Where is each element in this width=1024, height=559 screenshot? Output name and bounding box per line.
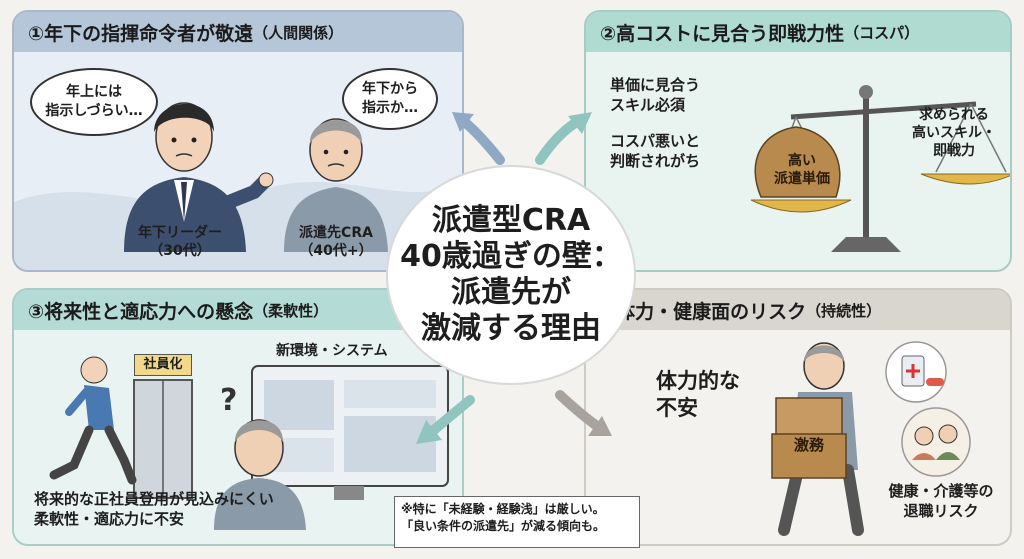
- leader-label: 年下リーダー（30代）: [138, 225, 222, 260]
- bag-label: 高い派遣単価: [774, 153, 830, 188]
- question-mark-icon: ?: [220, 383, 237, 418]
- panel1-illustration: [14, 102, 462, 270]
- arrow-to-panel1: [457, 115, 505, 165]
- heavy-work-label: 激務: [793, 436, 824, 454]
- panel-interpersonal: ①年下の指揮命令者が敬遠（人間関係） 年上には指示しづ: [12, 10, 464, 272]
- arrow-to-panel4: [555, 390, 605, 433]
- box-icon: [771, 433, 847, 479]
- confused-older-figure: [214, 419, 306, 530]
- panel-future-adaptability: ③将来性と適応力への懸念（柔軟性） ? 社員化 新環境・システム 将来的な正社員: [12, 288, 464, 546]
- stamina-text: 体力的な不安: [656, 369, 740, 421]
- panel3-illustration: ?: [49, 356, 449, 530]
- skill-required-text: 単価に見合うスキル必須: [610, 76, 701, 114]
- panel-cost-performance: ②高コストに見合う即戦力性（コスパ） 単価に見合うスキル必須 コスパ悪いと判断さ…: [584, 10, 1012, 272]
- cost-judgment-text: コスパ悪いと判断されがち: [610, 132, 701, 170]
- balance-scale-icon: [750, 85, 1010, 252]
- new-system-label: 新環境・システム: [276, 343, 388, 359]
- panel2-title: ②高コストに見合う即戦力性（コスパ）: [586, 12, 1010, 52]
- cra-label: 派遣先CRA（40代+）: [299, 225, 373, 260]
- older-cra-figure: [284, 118, 388, 252]
- panel4-title: ④体力・健康面のリスク（持続性）: [586, 290, 1010, 330]
- center-title: 派遣型CRA 40歳過ぎの壁： 派遣先が 激減する理由: [386, 165, 636, 385]
- leader-thought-bubble: 年上には指示しづらい…: [30, 68, 158, 136]
- young-leader-figure: [124, 102, 274, 252]
- footnote: ※特に「未経験・経験浅」は厳しい。 「良い条件の派遣先」が減る傾向も。: [394, 496, 640, 548]
- health-risk-text: 健康・介護等の退職リスク: [888, 482, 994, 520]
- panel4-illustration: [771, 341, 971, 536]
- arrow-to-panel2: [535, 115, 585, 165]
- panel1-title: ①年下の指揮命令者が敬遠（人間関係）: [14, 12, 462, 52]
- arrow-to-panel3: [423, 395, 475, 440]
- cra-thought-bubble: 年下から指示か…: [342, 68, 438, 130]
- running-employee-figure: [49, 356, 137, 485]
- panel-health-risk: ④体力・健康面のリスク（持続性） 体力的な不安 激務 健康・介護等の退職リスク: [584, 288, 1012, 546]
- required-skill-label: 求められる高いスキル・即戦力: [912, 107, 996, 160]
- panel3-title: ③将来性と適応力への懸念（柔軟性）: [14, 290, 462, 330]
- door-sign: 社員化: [134, 354, 192, 376]
- future-concern-text: 将来的な正社員登用が見込みにくい柔軟性・適応力に不安: [34, 490, 274, 528]
